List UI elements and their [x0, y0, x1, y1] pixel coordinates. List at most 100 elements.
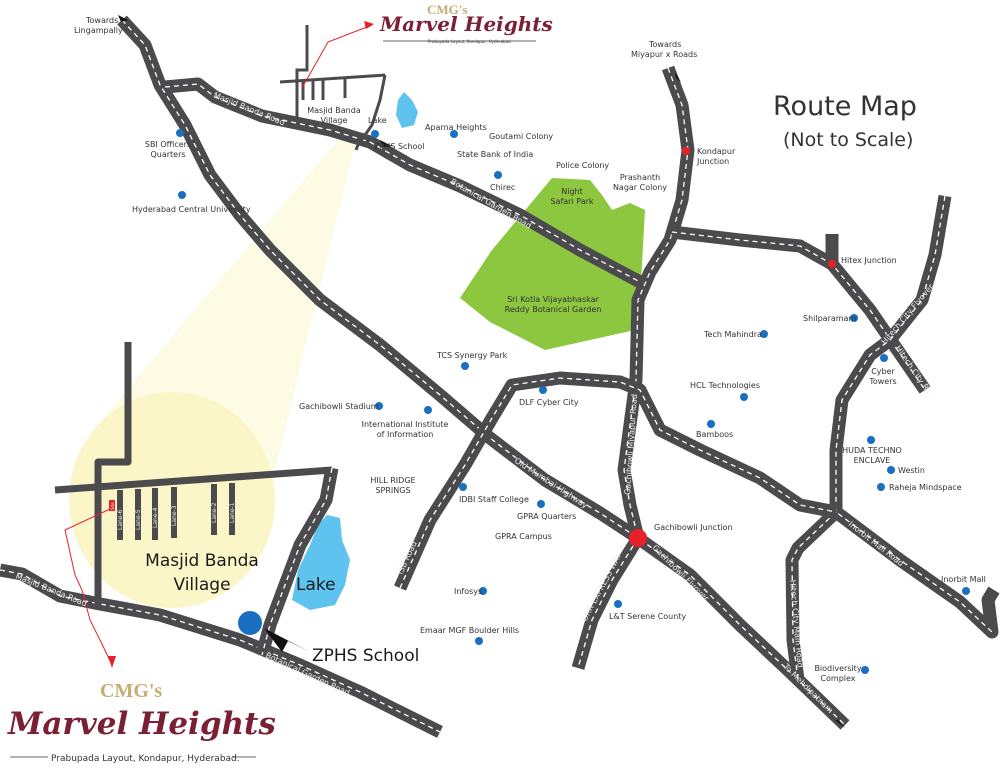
poi-marker — [707, 420, 715, 428]
poi-marker — [740, 393, 748, 401]
poi-marker — [861, 666, 869, 674]
place-label: DLF Cyber City — [519, 398, 579, 407]
place-label: L&T Serene County — [609, 612, 686, 621]
place-label: Police Colony — [556, 161, 609, 170]
zoom-beam — [85, 140, 356, 470]
place-label: Aparna Heights — [425, 123, 487, 132]
gachibowli-junction-label: Gachibowli Junction — [654, 523, 733, 532]
poi-marker — [494, 171, 502, 179]
place-label: GPRA Campus — [495, 532, 552, 541]
lane-label: Lane-6 — [117, 509, 124, 530]
place-label: State Bank of India — [457, 150, 533, 159]
lane-label: Lane-1 — [229, 502, 236, 523]
brand-address: Prabupada Layout, Kondapur, Hyderabad. — [51, 754, 240, 764]
arrow-icon — [264, 628, 310, 652]
arrow-icon — [364, 21, 374, 29]
gachibowli-flyover-label: Gachibowli Flyover — [651, 543, 711, 603]
poi-marker — [962, 587, 970, 595]
zphs-label-small: ZPHS School — [374, 142, 425, 151]
poi-marker — [880, 354, 888, 362]
poi-marker — [459, 483, 467, 491]
poi-marker — [475, 637, 483, 645]
poi-marker — [450, 130, 458, 138]
brand-prefix: CMG's — [100, 680, 162, 702]
poi-marker — [371, 130, 379, 138]
place-label: Raheja Mindspace — [889, 483, 962, 492]
site-marker — [109, 500, 115, 511]
place-label: Inorbit Mall — [941, 575, 986, 584]
poi-marker — [760, 330, 768, 338]
place-label: Shilparamam — [803, 314, 856, 323]
inorbit-mall-road-label: Inorbit Mall Road — [847, 519, 906, 568]
place-label: Hyderabad Central University — [132, 205, 251, 214]
place-label: Chirec — [490, 183, 515, 192]
hitex-junction-label: Hitex Junction — [841, 256, 897, 265]
hitech-city-rd-label: Hitech City Rd — [893, 344, 933, 396]
place-label: GPRA Quarters — [517, 512, 576, 521]
lake-big — [292, 515, 350, 610]
arrow-icon — [380, 140, 392, 147]
lake-label-small: Lake — [368, 116, 387, 125]
brand-name: Marvel Heights — [7, 706, 276, 742]
place-label: Gachibowli Stadium — [299, 402, 379, 411]
place-label: IDBI Staff College — [459, 495, 529, 504]
poi-marker — [178, 191, 186, 199]
lane-label: Lane-4 — [152, 507, 159, 528]
lane-label: Lane-3 — [171, 505, 178, 526]
hitech-city-flyover-label: Hitech City Flyover — [880, 282, 936, 346]
hitex-junction-marker — [828, 260, 836, 268]
place-label: TCS Synergy Park — [436, 351, 508, 360]
poi-marker — [479, 587, 487, 595]
map-subtitle: (Not to Scale) — [783, 129, 913, 151]
roads — [0, 15, 1000, 738]
poi-marker — [850, 314, 858, 322]
place-label: Emaar MGF Boulder Hills — [420, 626, 519, 635]
place-label: Goutami Colony — [489, 132, 553, 141]
zphs-marker-big — [238, 611, 262, 635]
arrow-icon — [108, 656, 116, 668]
poi-markers — [176, 129, 970, 674]
place-label: Infosys — [454, 587, 482, 596]
zphs-label-big: ZPHS School — [312, 646, 419, 666]
kondapur-junction-marker — [682, 147, 690, 155]
poi-marker — [867, 436, 875, 444]
poi-marker — [887, 466, 895, 474]
masjid-banda-road-label-lower: Masjid Banda Road — [14, 572, 88, 609]
site-label: Site — [110, 502, 115, 510]
poi-marker — [539, 386, 547, 394]
map-title: Route Map — [773, 91, 917, 122]
poi-marker — [375, 402, 383, 410]
arrow-icons — [108, 15, 845, 728]
gachibowli-junction-marker — [629, 529, 647, 547]
arrow-icon — [675, 72, 681, 82]
brand-name-top: Marvel Heights — [379, 12, 553, 36]
brand-address-top: Prabupada Layout, Kondapur, Hyderabad. — [428, 39, 512, 44]
arrow-icon — [118, 15, 128, 22]
place-label: Westin — [898, 466, 925, 475]
poi-marker — [877, 483, 885, 491]
poi-marker — [537, 500, 545, 508]
lane-labels: Lane-6 Lane-5 Lane-4 Lane-3 Lane-2 Lane-… — [110, 502, 236, 530]
poi-marker — [614, 600, 622, 608]
place-label: Tech Mahindra — [703, 330, 762, 339]
lake-label-big: Lake — [296, 575, 336, 595]
arrow-icon — [835, 720, 845, 728]
place-label: HCL Technologies — [690, 381, 760, 390]
lake-small — [396, 92, 418, 128]
botanical-garden-park — [460, 178, 645, 350]
site-pointer-bottom — [64, 507, 113, 666]
